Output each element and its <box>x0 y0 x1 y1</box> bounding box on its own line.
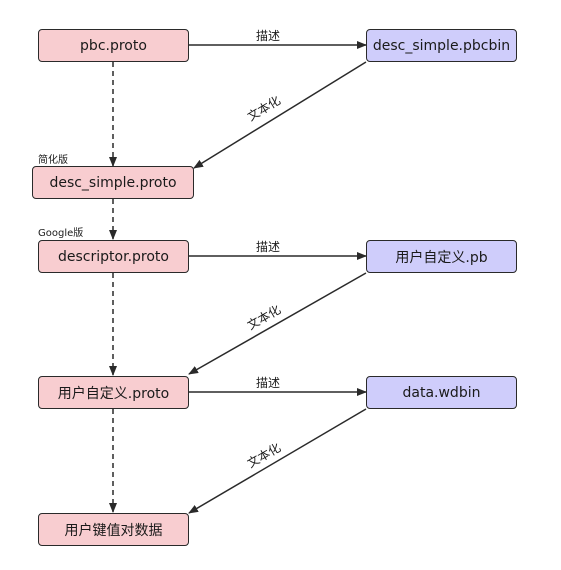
data-wdbin-node: data.wdbin <box>366 376 517 409</box>
descriptor-proto-label: descriptor.proto <box>58 248 169 265</box>
desc-simple-proto-node: desc_simple.proto <box>32 166 194 199</box>
textualize-arrow-3 <box>188 408 367 514</box>
desc-simple-pbcbin-label: desc_simple.pbcbin <box>372 37 511 54</box>
user-defined-proto-label: 用户自定义.proto <box>57 385 170 402</box>
textualize-arrow-1 <box>193 61 367 169</box>
describe-label-1: 描述 <box>256 29 280 43</box>
user-defined-proto-node: 用户自定义.proto <box>38 376 189 409</box>
textualize-arrow-2 <box>188 272 367 375</box>
pbc-proto-label: pbc.proto <box>80 37 147 54</box>
describe-label-3: 描述 <box>256 376 280 390</box>
textualize-label-1: 文本化 <box>244 92 283 123</box>
user-kv-data-label: 用户键值对数据 <box>64 522 163 539</box>
pbc-proto-node: pbc.proto <box>38 29 189 62</box>
desc-simple-proto-label: desc_simple.proto <box>49 174 177 191</box>
data-wdbin-label: data.wdbin <box>402 384 481 401</box>
simplified-version-note: 简化版 <box>38 155 68 166</box>
user-kv-data-node: 用户键值对数据 <box>38 513 189 546</box>
google-version-note: Google版 <box>38 228 84 239</box>
user-defined-pb-label: 用户自定义.pb <box>395 249 488 266</box>
user-defined-pb-node: 用户自定义.pb <box>366 240 517 273</box>
textualize-label-3: 文本化 <box>244 440 283 471</box>
desc-simple-pbcbin-node: desc_simple.pbcbin <box>366 29 517 62</box>
descriptor-proto-node: descriptor.proto <box>38 240 189 273</box>
textualize-label-2: 文本化 <box>244 302 283 333</box>
describe-label-2: 描述 <box>256 240 280 254</box>
